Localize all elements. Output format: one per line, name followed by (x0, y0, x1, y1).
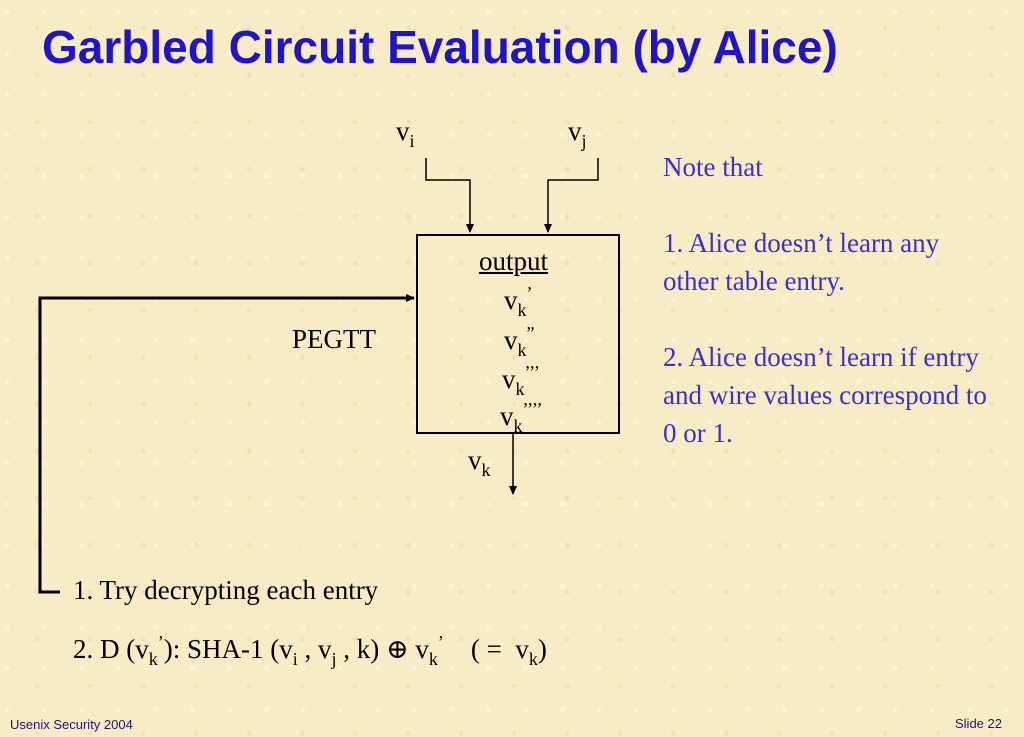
input-vj-label: vj (568, 116, 587, 151)
note-point-1: 1. Alice doesn’t learn any other table e… (663, 228, 940, 296)
feedback-wire (38, 294, 415, 594)
table-entry-1: vk’ (504, 283, 533, 320)
note-heading: Note that (663, 152, 763, 182)
step-1: 1. Try decrypting each entry (73, 575, 379, 605)
output-vk-label: vk (468, 445, 491, 480)
input-vi-label: vi (396, 116, 415, 151)
pegtt-table (416, 234, 620, 434)
footer-slide-number: Slide 22 (955, 716, 1002, 731)
slide-title: Garbled Circuit Evaluation (by Alice) (42, 21, 838, 73)
footer-conference: Usenix Security 2004 (10, 717, 133, 732)
step-2: 2. D (vk’): SHA-1 (vi , vj , k) ⊕ vk’ ( … (73, 632, 547, 669)
table-entry-3: vk’’’ (502, 362, 540, 399)
wire-vj (544, 158, 599, 233)
table-entry-2: vk” (504, 323, 535, 360)
wire-vi (425, 158, 474, 233)
pegtt-label: PEGTT (292, 324, 376, 354)
note-point-2: 2. Alice doesn’t learn if entry and wire… (663, 342, 987, 448)
table-entry-4: vk’’’’ (500, 399, 543, 436)
output-header: output (479, 246, 549, 276)
